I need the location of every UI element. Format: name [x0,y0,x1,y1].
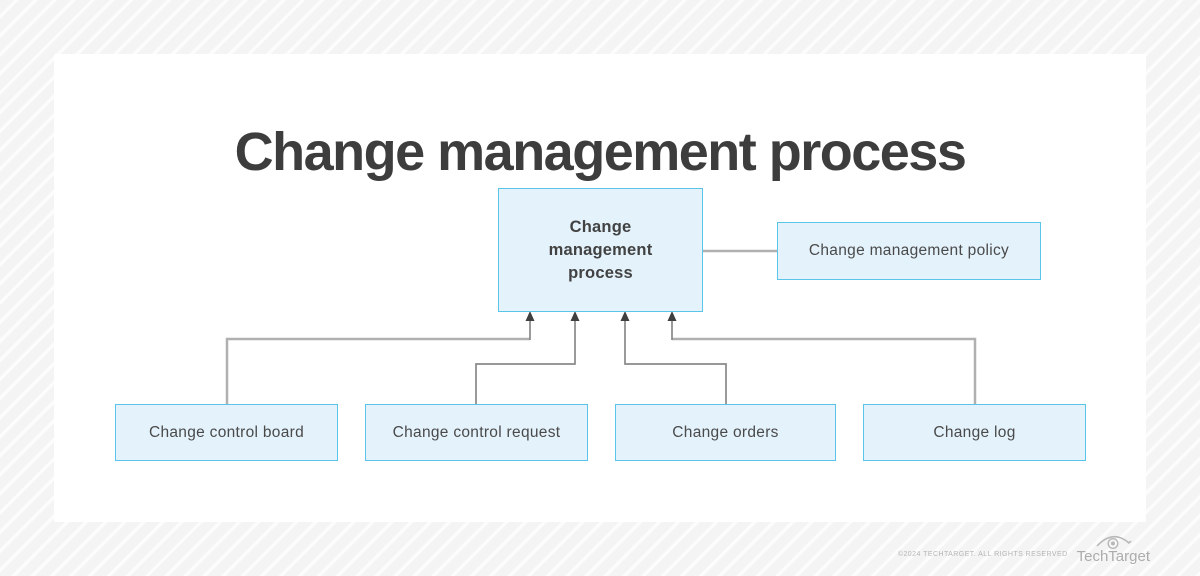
node-label: Change control board [148,423,305,441]
techtarget-wordmark: TechTarget [1076,548,1150,565]
node-change-orders: Change orders [615,404,836,461]
techtarget-logo: TechTarget [1077,533,1150,564]
node-change-control-board: Change control board [115,404,338,461]
node-label: Change orders [672,423,779,441]
techtarget-eye-icon [1096,535,1132,549]
node-change-control-request: Change control request [365,404,588,461]
node-change-log: Change log [863,404,1086,461]
node-label: Change log [933,423,1016,441]
node-change-management-process: Change management process [498,188,703,312]
node-change-management-policy: Change management policy [777,222,1041,280]
copyright-text: ©2024 TECHTARGET. ALL RIGHTS RESERVED [897,551,1068,558]
node-label: Change management process [548,217,653,282]
node-label: Change management policy [808,242,1010,259]
page-title: Change management process [234,122,967,183]
footer: ©2024 TECHTARGET. ALL RIGHTS RESERVED Te… [898,533,1150,564]
node-label: Change control request [392,423,561,441]
